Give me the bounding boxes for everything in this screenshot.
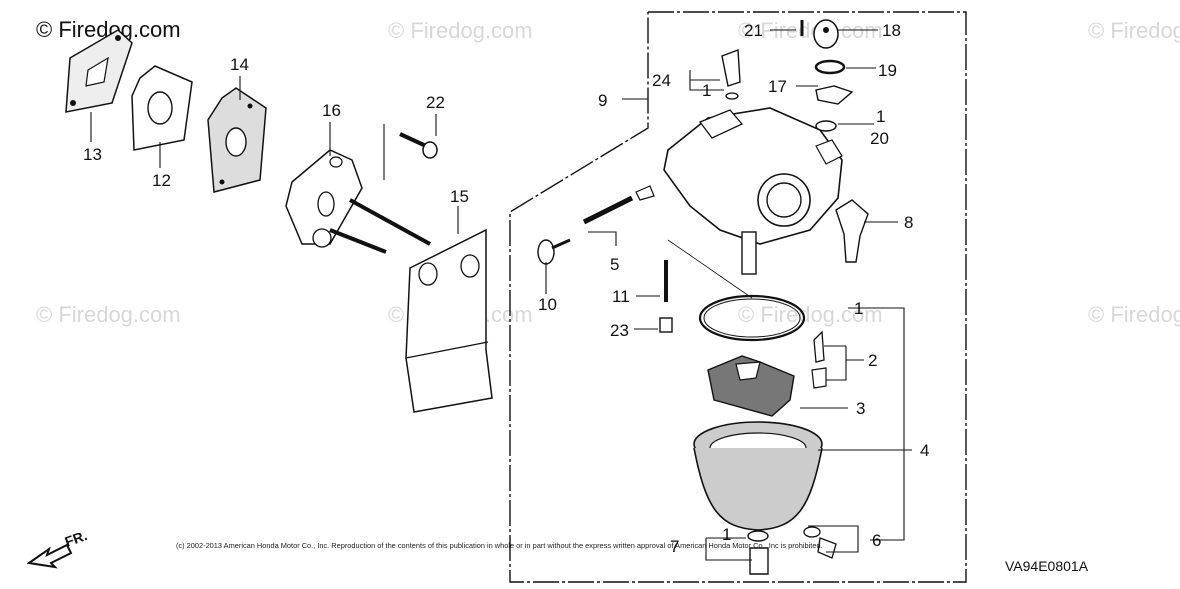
part-16-plate [285,149,431,254]
part-19-oring [814,59,846,75]
label-part-5: 5 [610,255,619,274]
label-part-1b: 1 [876,107,885,126]
watermark: © Firedog.com [388,18,533,43]
label-part-3: 3 [856,399,865,418]
front-marker-text: FR. [63,533,90,550]
label-part-18: 18 [882,21,901,40]
watermark: © Firedog.com [1088,18,1180,43]
watermark: © Firedog.com [738,302,883,327]
carburetor-body [663,107,843,275]
label-part-13: 13 [83,145,102,164]
part-20-diaphragm [815,120,837,132]
label-part-7: 7 [670,537,679,556]
part-13-gasket [65,29,133,113]
part-18-cap [813,19,839,49]
label-part-8: 8 [904,213,913,232]
part-3-float [707,355,795,417]
part-14-gasket [207,87,267,193]
part-8-lever [835,199,869,263]
label-part-1c: 1 [854,299,863,318]
part-10-screw [537,238,571,265]
leader-lines [90,29,912,561]
label-part-23: 23 [610,321,629,340]
watermark: © Firedog.com [36,302,181,327]
label-part-11: 11 [612,287,630,306]
label-part-12: 12 [152,171,171,190]
part-5-pilot-screw [582,185,655,225]
label-part-14: 14 [230,55,249,74]
copyright-notice: (c) 2002-2013 American Honda Motor Co., … [176,541,823,550]
label-part-9: 9 [598,91,607,110]
label-part-2: 2 [868,351,877,370]
label-part-19: 19 [878,61,897,80]
label-part-1d: 1 [722,525,731,544]
part-6-drain-screw [803,526,837,559]
label-part-24: 24 [652,71,671,90]
part-23-jet [659,317,673,333]
part-2-needle [811,330,827,389]
watermark: © Firedog.com [1088,302,1180,327]
label-part-20: 20 [870,129,889,148]
part-22-bolt [399,132,438,159]
label-part-17: 17 [768,77,787,96]
part-12-insulator [131,65,193,151]
assembly-boundary [509,11,967,583]
label-part-21: 21 [744,21,763,40]
part-4-float-chamber [693,421,823,531]
front-direction-arrow-icon: FR. [27,533,90,569]
float-chamber-gasket [698,294,806,342]
diagram-code: VA94E0801A [1005,558,1089,574]
label-part-1a: 1 [702,81,711,100]
label-part-22: 22 [426,93,445,112]
part-24-screw [721,49,741,100]
label-part-10: 10 [538,295,557,314]
part-7-bolt [747,530,769,575]
label-part-4: 4 [920,441,929,460]
part-15-shield [405,228,493,413]
label-part-15: 15 [450,187,469,206]
part-17-cover [815,85,854,105]
label-part-16: 16 [322,101,341,120]
label-part-6: 6 [872,531,881,550]
